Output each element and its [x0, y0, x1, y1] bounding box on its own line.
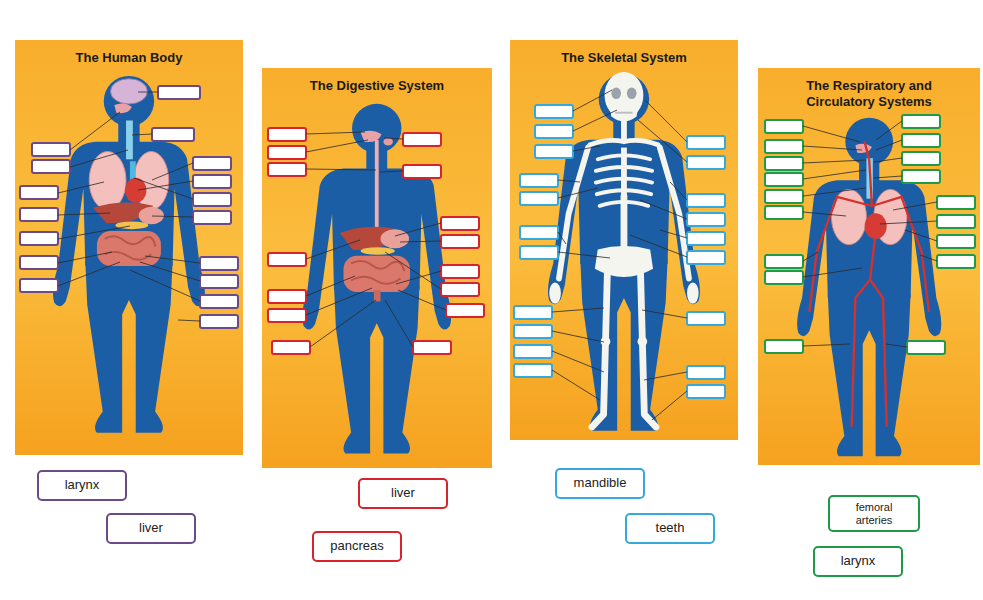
label-text: mandible: [574, 476, 627, 490]
label-card: pancreas: [312, 531, 402, 562]
label-text: liver: [391, 486, 415, 500]
blank-label-boxes: [268, 128, 484, 354]
leader-lines: [58, 90, 937, 420]
body-figure: [797, 118, 941, 457]
label-text: larynx: [65, 478, 100, 492]
poster-panels: [15, 40, 980, 468]
body-figure: [302, 104, 451, 454]
chart-panel: The Digestive System: [262, 68, 492, 468]
blank-label-boxes: [765, 115, 975, 354]
label-card: liver: [358, 478, 448, 509]
chart-title: The Human Body: [29, 50, 229, 66]
label-card: liver: [106, 513, 196, 544]
chart-title: The Respiratory and Circulatory Systems: [779, 78, 959, 111]
label-card: larynx: [813, 546, 903, 577]
chart-title: The Digestive System: [277, 78, 477, 94]
body-figure: [53, 76, 205, 433]
blank-label-boxes: [514, 105, 725, 398]
label-text: pancreas: [330, 539, 383, 553]
label-card: femoral arteries: [828, 495, 920, 532]
chart-title: The Skeletal System: [524, 50, 724, 66]
label-card: mandible: [555, 468, 645, 499]
label-text: liver: [139, 521, 163, 535]
blank-label-boxes: [20, 86, 238, 328]
chart-panel: The Human Body: [15, 40, 243, 455]
chart-panel: The Skeletal System: [510, 40, 738, 440]
label-card: teeth: [625, 513, 715, 544]
label-text: teeth: [656, 521, 685, 535]
chart-panel: The Respiratory and Circulatory Systems: [758, 68, 980, 465]
label-card: larynx: [37, 470, 127, 501]
label-text: femoral arteries: [836, 501, 912, 525]
label-text: larynx: [841, 554, 876, 568]
